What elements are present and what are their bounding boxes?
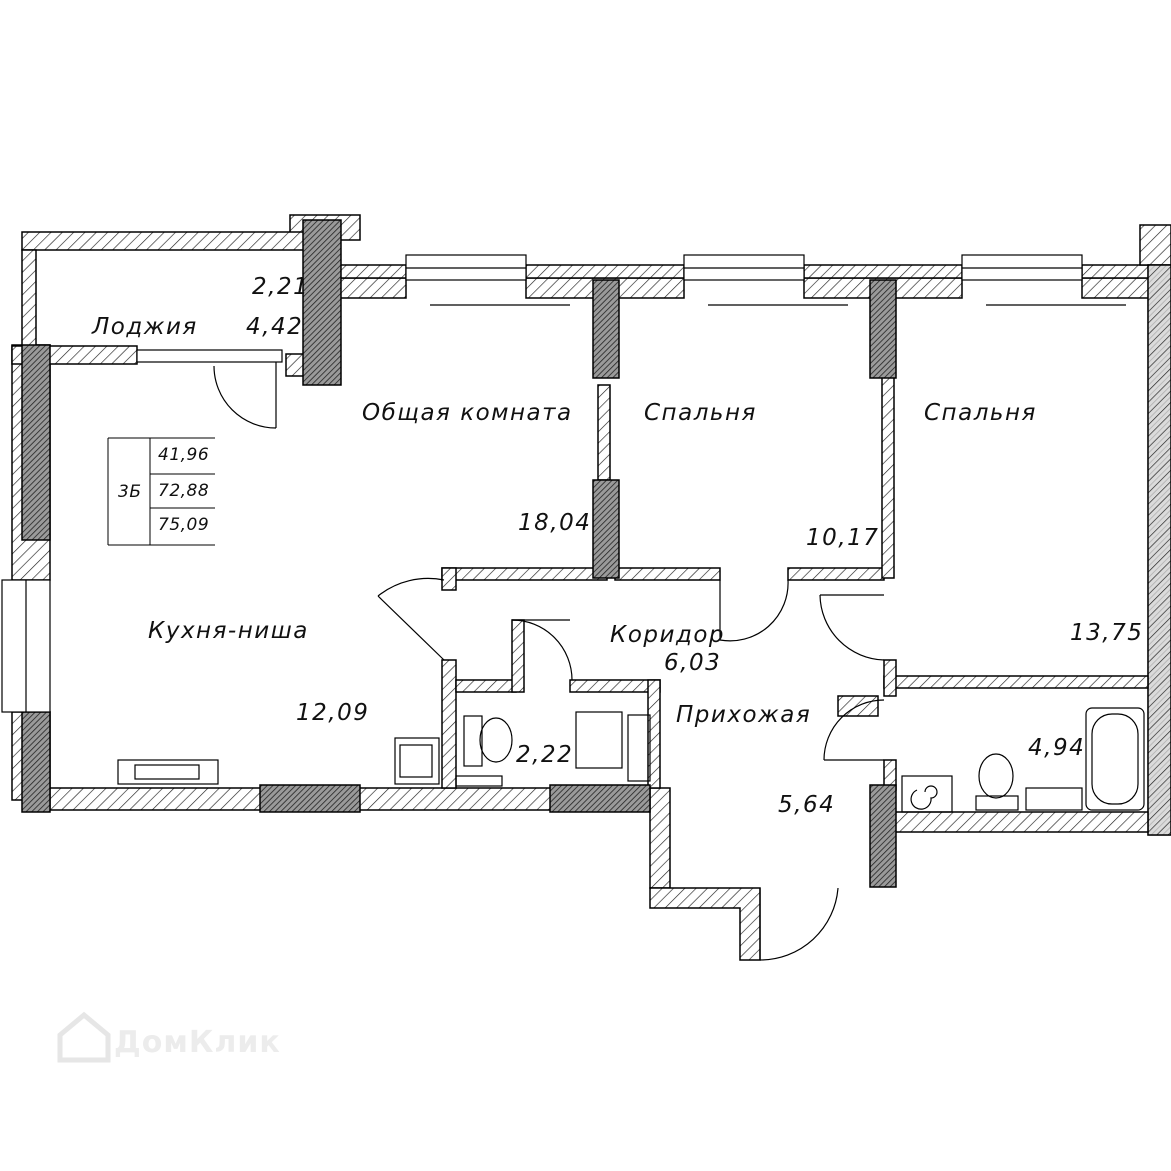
bedroom1-area: 10,17	[806, 525, 879, 551]
doors	[213, 362, 885, 961]
loggia-name: Лоджия	[91, 314, 198, 340]
house-logo-icon	[57, 1011, 111, 1063]
living-area-value: 41,96	[158, 445, 209, 465]
watermark-text: ДомКлик	[114, 1025, 281, 1060]
apartment-type: 3Б	[118, 482, 141, 502]
kitchen-area: 12,09	[296, 700, 369, 726]
bedroom2-name: Спальня	[924, 400, 1037, 426]
bath-toilet-icon	[978, 753, 1014, 799]
wc-area: 2,22	[516, 742, 573, 768]
fixtures	[117, 707, 1145, 813]
loggia-reduced-area: 2,21	[252, 274, 309, 300]
sink-icon	[575, 711, 623, 769]
bedroom1-name: Спальня	[644, 400, 757, 426]
corridor-area: 6,03	[664, 650, 721, 676]
hall-area: 5,64	[778, 792, 835, 818]
hall-name: Прихожая	[676, 702, 811, 728]
bedroom2-area: 13,75	[1070, 620, 1143, 646]
loggia-area: 4,42	[246, 314, 303, 340]
bath-sink-icon	[1025, 787, 1083, 811]
living-room-area: 18,04	[518, 510, 591, 536]
windows	[1, 254, 1126, 713]
radiator-icon	[117, 759, 219, 785]
corridor-name: Коридор	[610, 622, 725, 648]
washing-machine-icon	[901, 775, 953, 813]
kitchen-name: Кухня-ниша	[148, 618, 309, 644]
walls	[11, 214, 1171, 961]
area-summary-table	[107, 437, 215, 546]
bathtub-icon	[1085, 707, 1145, 811]
living-room-name: Общая комната	[362, 400, 573, 426]
kitchen-stove-icon	[394, 737, 440, 785]
watermark: ДомКлик	[57, 1011, 281, 1063]
total-area-with-loggia-value: 75,09	[158, 515, 209, 535]
total-area-value: 72,88	[158, 481, 209, 501]
bath-area: 4,94	[1028, 735, 1085, 761]
toilet-icon	[479, 717, 513, 763]
